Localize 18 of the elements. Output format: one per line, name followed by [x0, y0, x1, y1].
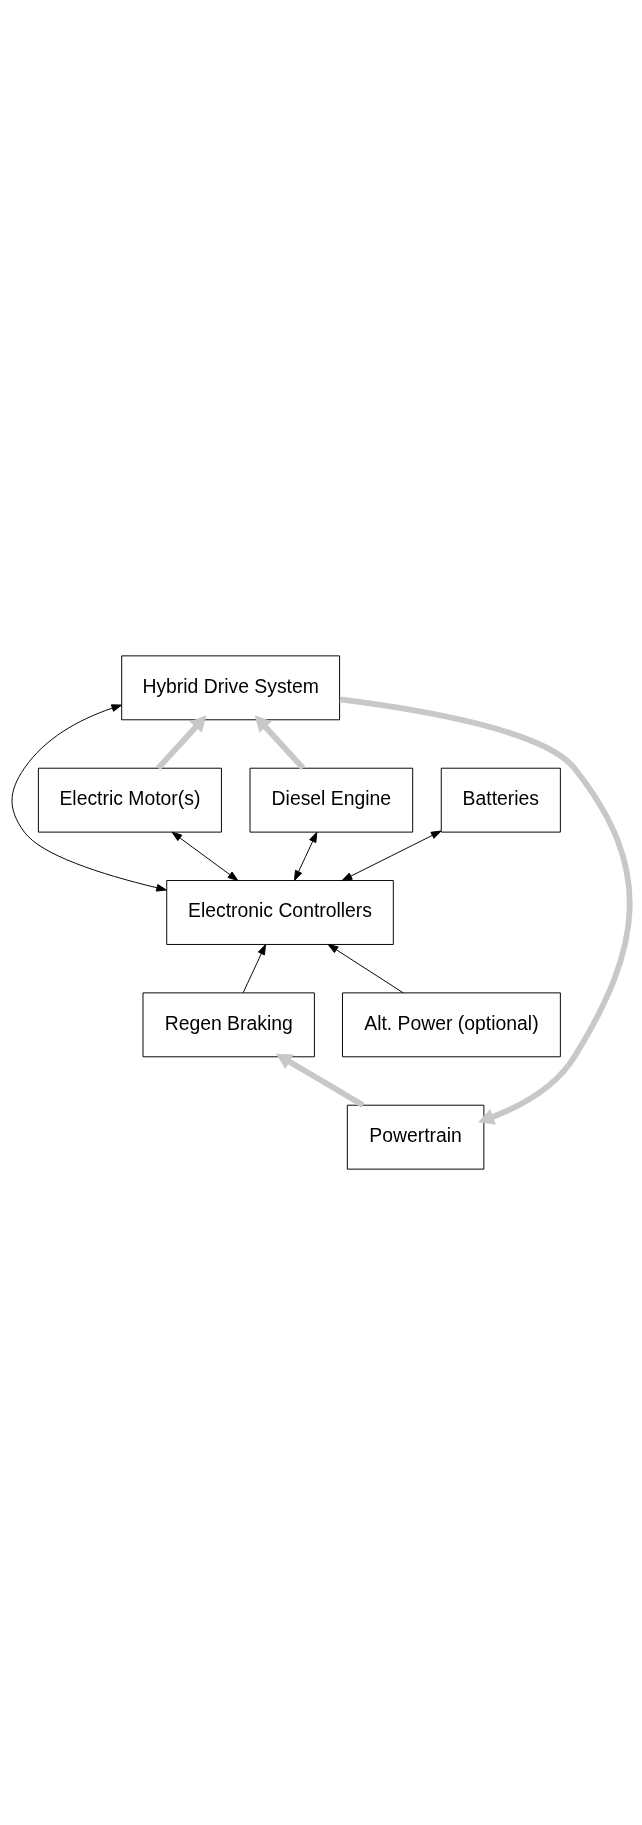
node-box: Powertrain: [346, 1104, 485, 1170]
node-box: Electronic Controllers: [166, 880, 394, 945]
node-box: Alt. Power (optional): [342, 992, 561, 1058]
node-box: Electric Motor(s): [37, 767, 222, 833]
arrow: [293, 831, 318, 881]
arrow: [341, 830, 442, 881]
arrow: [327, 944, 404, 994]
arrow: [242, 944, 266, 994]
arrow: [156, 715, 207, 771]
node-box: Batteries: [440, 767, 561, 833]
arrow: [275, 1053, 365, 1108]
arrow: [171, 831, 239, 881]
arrow: [339, 696, 633, 1125]
node-box: Diesel Engine: [249, 767, 414, 833]
arrow: [254, 715, 306, 771]
arrow: [11, 704, 167, 892]
node-box: Hybrid Drive System: [121, 655, 341, 721]
node-box: Regen Braking: [142, 992, 315, 1058]
